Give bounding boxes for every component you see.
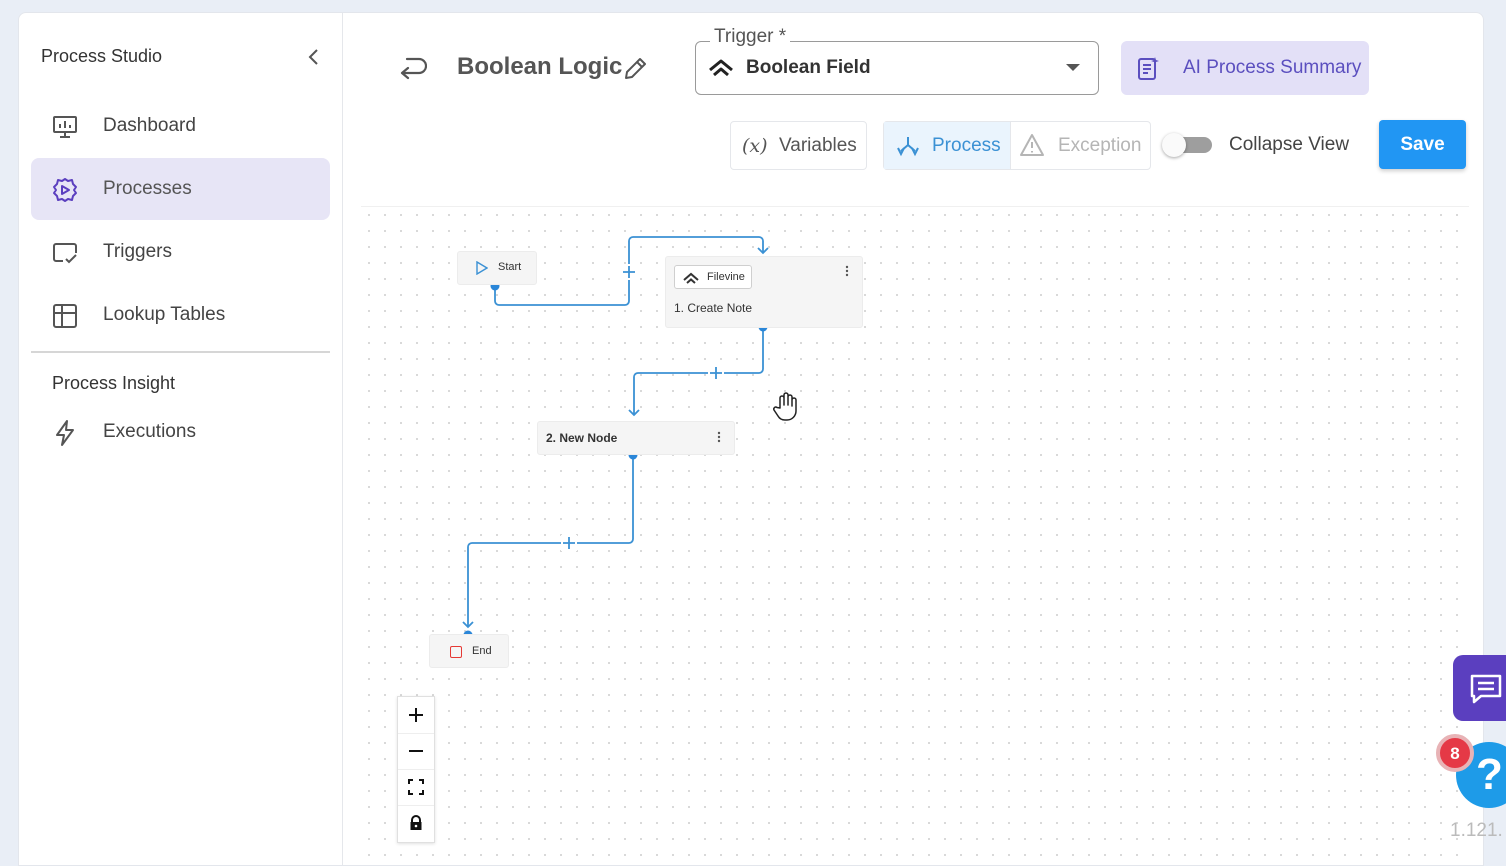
sidebar-collapse-chevron-icon[interactable] (305, 46, 323, 68)
play-icon (476, 260, 489, 276)
help-question-icon: ? (1476, 750, 1503, 799)
table-icon (51, 302, 79, 330)
monitor-chart-icon (51, 113, 79, 141)
flow-edges (462, 236, 769, 640)
sidebar-divider (31, 351, 330, 353)
flow-canvas[interactable]: Start Filevine 1. Create Note 2. New Nod… (361, 206, 1469, 865)
sidebar-title: Process Studio (41, 46, 163, 66)
sidebar-item-label: Triggers (103, 241, 172, 262)
ai-document-icon (1135, 55, 1161, 81)
node-title: 1. Create Note (674, 301, 753, 315)
start-node-label: Start (498, 261, 522, 273)
ai-button-label: AI Process Summary (1183, 57, 1362, 78)
sidebar-item-label: Dashboard (103, 115, 196, 136)
tab-exception-label: Exception (1058, 135, 1142, 156)
edit-pencil-icon[interactable] (621, 55, 649, 83)
sidebar-item-label: Lookup Tables (103, 304, 226, 325)
zoom-controls (397, 696, 435, 843)
ai-process-summary-button[interactable]: AI Process Summary (1121, 41, 1369, 95)
tab-process-label: Process (932, 135, 1001, 156)
stop-square-icon (450, 646, 462, 658)
action-node-create-note[interactable]: Filevine 1. Create Note (665, 256, 863, 328)
variable-x-icon: (x) (742, 135, 768, 157)
screen-check-icon (51, 239, 79, 267)
sidebar: Process Studio Dashboard Processes Trigg… (19, 13, 343, 865)
app-container: Process Studio Dashboard Processes Trigg… (18, 12, 1484, 866)
notification-count: 8 (1450, 744, 1460, 763)
gear-cycle-icon (51, 176, 79, 204)
node-menu-kebab-icon[interactable] (714, 429, 724, 445)
zoom-in-button[interactable] (398, 697, 434, 734)
back-arrow-icon[interactable] (395, 57, 428, 83)
zoom-out-button[interactable] (398, 733, 434, 770)
end-node-label: End (472, 645, 492, 657)
fit-view-button[interactable] (398, 769, 434, 806)
branch-icon (896, 134, 920, 158)
collapse-view-toggle[interactable] (1162, 133, 1214, 157)
sidebar-item-label: Processes (103, 178, 192, 199)
collapse-view-label: Collapse View (1229, 134, 1350, 155)
sidebar-item-lookup-tables[interactable]: Lookup Tables (31, 284, 330, 346)
filevine-badge-label: Filevine (707, 271, 745, 283)
dropdown-caret-icon (1066, 64, 1080, 71)
node-title: 2. New Node (546, 431, 618, 445)
trigger-legend: Trigger * (710, 26, 791, 48)
filevine-logo-icon (708, 58, 734, 78)
lightning-icon (51, 419, 79, 447)
help-button[interactable]: ? (1456, 742, 1506, 808)
chat-button[interactable] (1453, 655, 1506, 721)
variables-label: Variables (779, 135, 857, 156)
warning-triangle-icon (1019, 133, 1045, 157)
filevine-badge: Filevine (674, 265, 752, 289)
tab-exception[interactable]: Exception (1010, 122, 1151, 169)
trigger-select[interactable]: Trigger * Boolean Field (695, 26, 1099, 95)
page-title: Boolean Logic (457, 53, 623, 80)
trigger-value: Boolean Field (746, 57, 871, 78)
sidebar-item-triggers[interactable]: Triggers (31, 221, 330, 283)
tab-process[interactable]: Process (884, 122, 1010, 169)
add-node-button[interactable] (560, 534, 578, 552)
view-tabs: Process Exception (883, 121, 1151, 170)
version-label: 1.121. (1450, 820, 1503, 841)
action-node-new-node[interactable]: 2. New Node (537, 421, 735, 455)
sidebar-item-processes[interactable]: Processes (31, 158, 330, 220)
notification-badge[interactable]: 8 (1436, 734, 1474, 772)
sidebar-item-label: Executions (103, 421, 196, 442)
sidebar-item-dashboard[interactable]: Dashboard (31, 95, 330, 157)
add-node-button[interactable] (707, 364, 725, 382)
sidebar-item-executions[interactable]: Executions (31, 401, 330, 463)
variables-button[interactable]: (x) Variables (730, 121, 867, 170)
end-node[interactable]: End (429, 634, 509, 668)
node-menu-kebab-icon[interactable] (842, 263, 852, 279)
filevine-logo-icon (683, 271, 699, 284)
hand-cursor-icon (771, 391, 801, 423)
toggle-knob (1162, 133, 1186, 157)
add-node-button[interactable] (620, 263, 638, 281)
save-button[interactable]: Save (1379, 120, 1466, 169)
lock-icon[interactable] (398, 805, 434, 841)
sidebar-section-title: Process Insight (52, 373, 176, 393)
start-node[interactable]: Start (457, 251, 537, 285)
